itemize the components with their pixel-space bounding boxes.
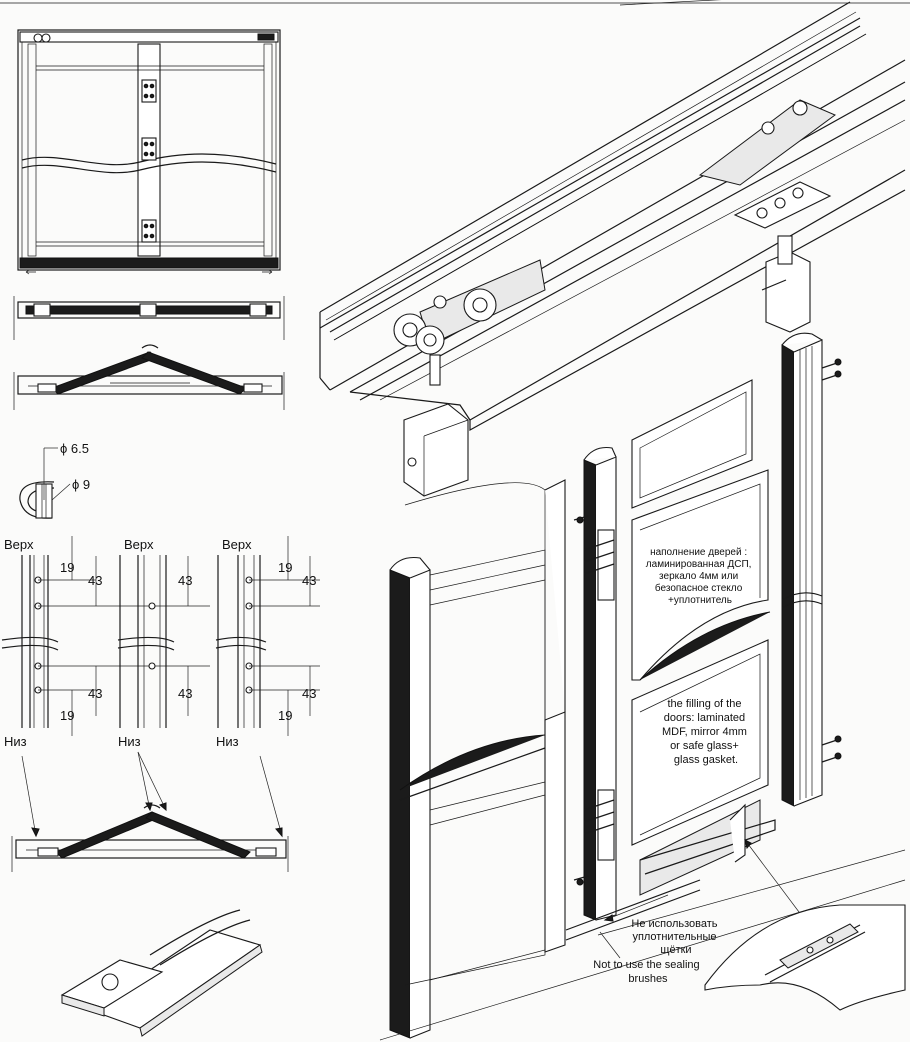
callout-arrows-left (21, 751, 283, 838)
profile-view-1: Верх 19 43 43 19 Низ (1, 536, 210, 749)
filling-en-line-5: glass gasket. (674, 754, 738, 766)
top-rail-isometric (319, 0, 906, 497)
brushes-note-ru: Не использовать уплотнительные щётки (631, 918, 720, 956)
brushes-leader (599, 931, 621, 959)
filling-en-line-3: MDF, mirror 4mm (662, 726, 747, 738)
door-stile-right (781, 332, 842, 807)
filling-ru-line-1: наполнение дверей : (650, 547, 747, 558)
bottom-track-isometric (379, 803, 906, 1041)
filling-ru-line-5: +уплотнитель (668, 595, 732, 606)
door-top-section (13, 296, 285, 340)
brushes-ru-line-3: щётки (660, 944, 691, 956)
brushes-note-en: Not to use the sealing brushes (593, 959, 702, 985)
bottom-guide-isometric (60, 909, 263, 1037)
dim-43-c: 43 (178, 573, 192, 588)
dim-43-a: 43 (88, 573, 102, 588)
profile-cross-section: ϕ 6.5 ϕ 9 (19, 441, 90, 519)
brushes-en-line-2: brushes (628, 973, 668, 985)
top-label-2: Верх (124, 537, 154, 552)
dim-43-d: 43 (178, 686, 192, 701)
bottom-label-3: Низ (216, 734, 239, 749)
top-label-3: Верх (222, 537, 252, 552)
door-panel-top (631, 379, 771, 896)
profile-view-2: Верх 43 43 Низ (117, 537, 192, 749)
dim-19-b: 19 (60, 708, 74, 723)
brushes-ru-line-2: уплотнительные (632, 931, 716, 943)
dim-19-c: 19 (278, 560, 292, 575)
door-front-elevation (17, 29, 281, 275)
filling-note-en: the filling of the doors: laminated MDF,… (662, 698, 750, 766)
filling-ru-line-4: безопасное стекло (655, 582, 743, 594)
dim-19-a: 19 (60, 560, 74, 575)
diameter-9-label: ϕ 9 (72, 477, 90, 492)
top-label-1: Верх (4, 537, 34, 552)
door-bottom-section-1 (13, 344, 285, 410)
filling-note-ru: наполнение дверей : ламинированная ДСП, … (646, 547, 754, 606)
filling-en-line-1: the filling of the (667, 698, 741, 710)
bottom-label-2: Низ (118, 734, 141, 749)
dim-43-b: 43 (88, 686, 102, 701)
filling-en-line-4: or safe glass+ (670, 740, 739, 752)
brushes-en-line-1: Not to use the sealing (593, 959, 699, 971)
dim-43-f: 43 (302, 686, 316, 701)
bottom-label-1: Низ (4, 734, 27, 749)
door-stile-middle (565, 446, 701, 941)
profile-view-3: Верх 19 43 43 19 Низ (215, 536, 320, 749)
dim-43-e: 43 (302, 573, 316, 588)
diameter-6-5-label: ϕ 6.5 (60, 441, 89, 456)
door-stile-left (389, 479, 566, 1039)
filling-ru-line-3: зеркало 4мм или (659, 571, 738, 582)
dim-19-d: 19 (278, 708, 292, 723)
brushes-ru-line-1: Не использовать (631, 918, 717, 930)
filling-ru-line-2: ламинированная ДСП, (646, 559, 752, 570)
filling-en-line-2: doors: laminated (664, 712, 745, 724)
door-bottom-section-2 (11, 804, 289, 872)
